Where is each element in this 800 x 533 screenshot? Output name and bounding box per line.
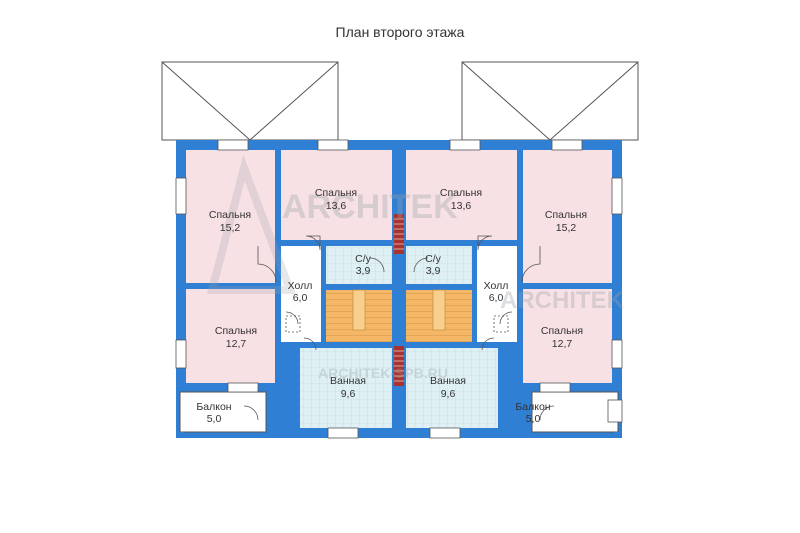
door-swings (243, 235, 555, 421)
plan-title: План второго этажа (335, 24, 465, 40)
stair-right-well (432, 289, 446, 331)
windows (175, 139, 623, 439)
room-bath-right (406, 348, 498, 428)
room-bath-left (300, 348, 392, 428)
room-bedroom-left-mid (281, 150, 392, 240)
canopy-right (461, 61, 639, 141)
room-wc-right (406, 246, 472, 284)
room-bedroom-right-top (523, 150, 612, 283)
stair-left-well (352, 289, 366, 331)
room-bedroom-right-mid (406, 150, 517, 240)
room-bedroom-left-top (186, 150, 275, 283)
watermark-brand: ARCHITEK (282, 188, 458, 226)
canopy-left (161, 61, 339, 141)
watermark-site: ARCHITEK-SPB.RU (318, 365, 448, 381)
room-wc-left (326, 246, 392, 284)
balcony-left-post (176, 432, 184, 438)
room-hall-right (477, 246, 517, 342)
watermark-brand-2: ARCHITEK (500, 287, 625, 314)
room-balcony-left (179, 391, 267, 433)
hatch-markers (285, 315, 509, 333)
room-bedroom-right-bottom (523, 289, 612, 383)
room-bedroom-left-bottom (186, 289, 275, 383)
balcony-right-post (614, 432, 622, 438)
watermark-triangle-icon (206, 154, 296, 294)
room-hall-left (281, 246, 321, 342)
room-balcony-right (531, 391, 619, 433)
